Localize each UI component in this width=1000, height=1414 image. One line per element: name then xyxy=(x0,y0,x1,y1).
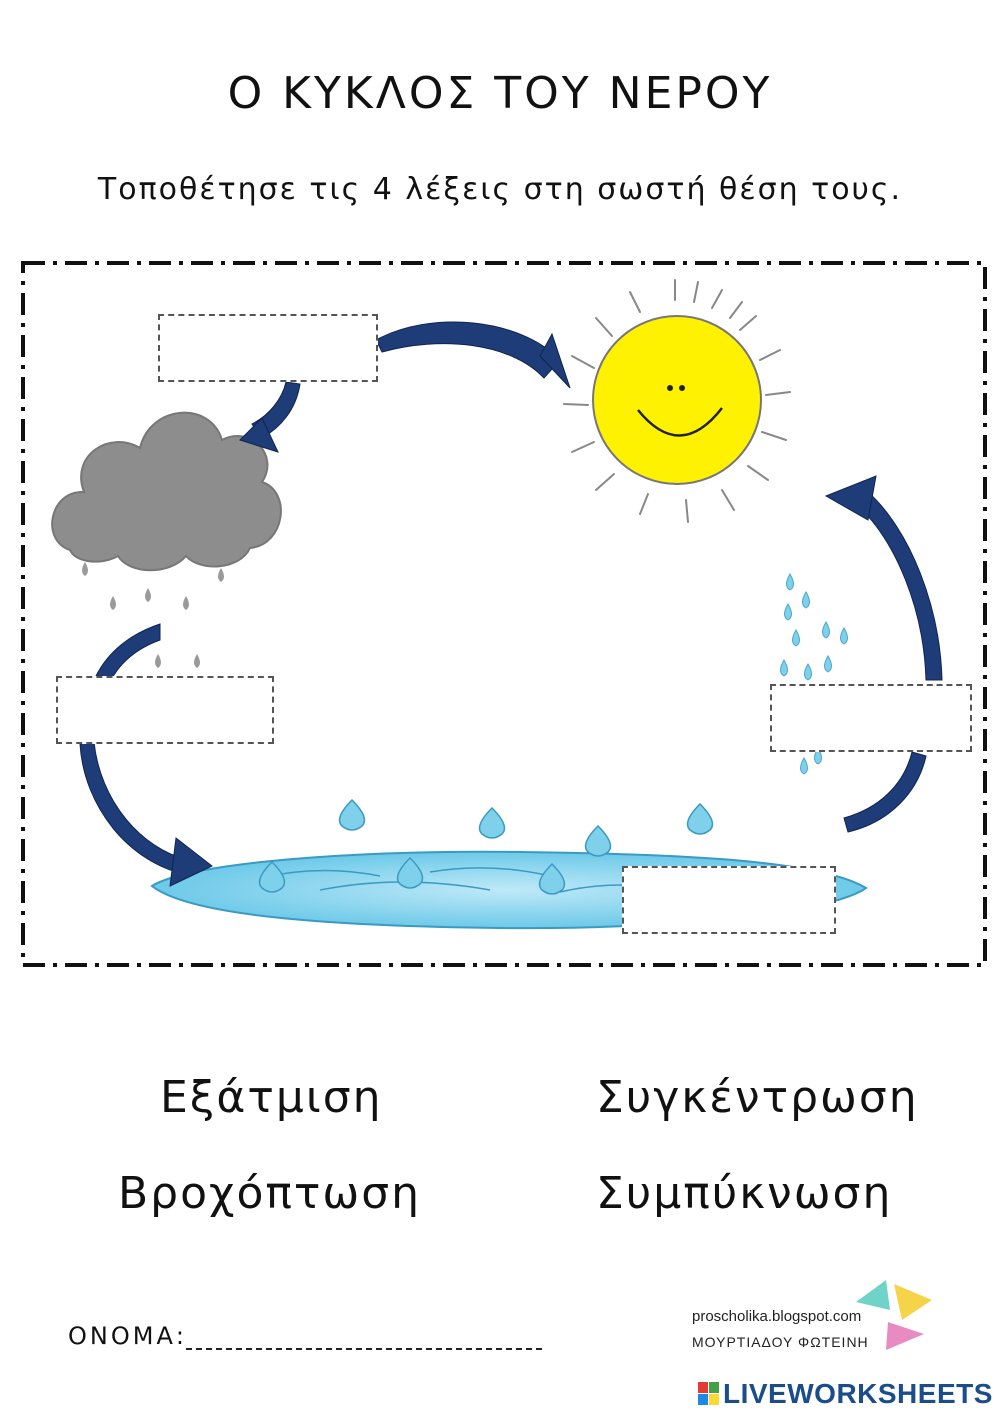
liveworksheets-text: LIVEWORKSHEETS xyxy=(723,1378,993,1409)
name-label: ΟΝΟΜΑ: xyxy=(68,1322,187,1350)
answer-slot-top[interactable] xyxy=(158,314,378,382)
answer-slot-left[interactable] xyxy=(56,676,274,744)
water-cycle-diagram xyxy=(21,261,987,967)
instruction-text: Τοποθέτησε τις 4 λέξεις στη σωστή θέση τ… xyxy=(97,172,903,207)
vapor-drops-icon xyxy=(780,573,848,775)
cycle-arrows xyxy=(79,321,943,887)
name-input-line[interactable] xyxy=(186,1348,542,1350)
word-evaporation[interactable]: Εξάτμιση xyxy=(160,1072,383,1123)
word-precipitation[interactable]: Βροχόπτωση xyxy=(118,1168,421,1219)
sun-icon xyxy=(563,279,791,523)
cloud-icon xyxy=(51,411,282,572)
word-concentration[interactable]: Συγκέντρωση xyxy=(596,1072,919,1123)
liveworksheets-badge-icon xyxy=(698,1382,719,1405)
worksheet-title: Ο ΚΥΚΛΟΣ ΤΟΥ ΝΕΡΟΥ xyxy=(227,68,773,119)
answer-slot-right[interactable] xyxy=(770,684,972,752)
credit-url: proscholika.blogspot.com xyxy=(692,1308,862,1325)
diagram-frame xyxy=(21,261,987,967)
rain-drops-icon xyxy=(82,562,224,668)
word-condensation[interactable]: Συμπύκνωση xyxy=(596,1168,893,1219)
liveworksheets-logo: LIVEWORKSHEETS xyxy=(698,1378,993,1410)
triangle-logo-icon xyxy=(856,1280,932,1350)
credit-author: ΜΟΥΡΤΙΑΔΟΥ ΦΩΤΕΙΝΗ xyxy=(692,1334,869,1350)
answer-slot-bottom[interactable] xyxy=(622,866,836,934)
water-drops-icon xyxy=(258,798,714,895)
